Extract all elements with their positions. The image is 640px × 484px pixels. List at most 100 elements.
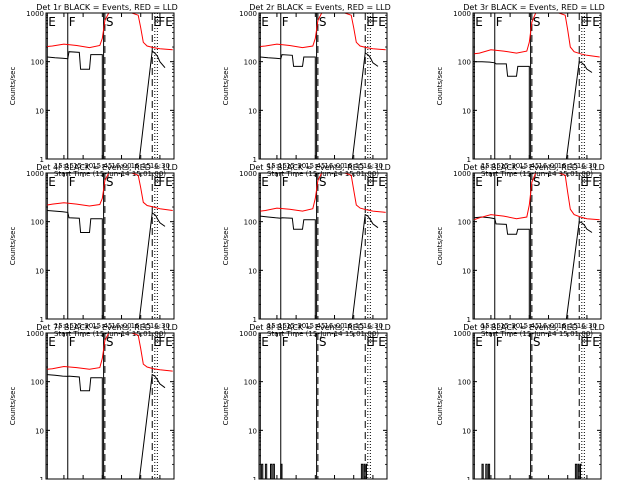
x-axis-label: Start Time (15-Jun-14 15:01:00) (54, 330, 166, 338)
y-tick-label: 100 (458, 59, 471, 67)
region-label: FE (158, 15, 172, 29)
x-tick-label: 15:15 (54, 162, 74, 170)
events-series-line (474, 463, 582, 479)
lld-series-line (47, 333, 173, 372)
x-tick-label: 15:45 (92, 322, 112, 330)
y-tick-label: 100 (244, 379, 257, 387)
region-label: F (282, 335, 289, 349)
region-label: FE (371, 175, 385, 189)
x-tick-label: 16:30 (363, 162, 383, 170)
region-label: S (533, 175, 541, 189)
y-tick-label: 1 (253, 156, 257, 164)
y-tick-label: 1000 (26, 10, 44, 18)
x-tick-label: 15:30 (500, 162, 520, 170)
y-tick-label: 100 (244, 59, 257, 67)
y-tick-label: 1 (253, 316, 257, 324)
x-tick-label: 16:00 (538, 322, 558, 330)
detector-panel: Det 7r BLACK = Events, RED = LLD11010010… (9, 323, 178, 484)
plot-frame (45, 332, 175, 480)
y-tick-label: 100 (31, 379, 44, 387)
region-label: S (106, 175, 114, 189)
x-tick-label: 15:45 (305, 322, 325, 330)
region-label: S (533, 15, 541, 29)
lld-series-line (260, 173, 386, 213)
region-label: E (261, 15, 269, 29)
events-series-line (260, 52, 379, 159)
y-tick-label: 1000 (239, 10, 257, 18)
x-tick-label: 16:15 (131, 162, 151, 170)
region-label: F (282, 15, 289, 29)
panel-title: Det 1r BLACK = Events, RED = LLD (36, 3, 178, 12)
events-series-line (260, 463, 368, 479)
events-series-line (47, 50, 166, 159)
region-label: S (319, 335, 327, 349)
y-tick-label: 1000 (26, 330, 44, 338)
region-label: F (496, 335, 503, 349)
x-axis-label: Start Time (15-Jun-14 15:01:00) (481, 330, 593, 338)
detector-panel: Det 6r BLACK = Events, RED = LLD11010010… (436, 163, 605, 338)
x-tick-label: 15:45 (519, 162, 539, 170)
plot-frame (45, 12, 175, 160)
panel-title: Det 2r BLACK = Events, RED = LLD (249, 3, 391, 12)
plot-frame (472, 332, 602, 480)
region-label: E (475, 335, 483, 349)
x-tick-label: 16:00 (111, 162, 131, 170)
panel-title: Det 4r BLACK = Events, RED = LLD (36, 163, 178, 172)
x-tick-label: 15:30 (286, 322, 306, 330)
region-label: FE (158, 175, 172, 189)
y-tick-label: 100 (31, 219, 44, 227)
x-tick-label: 16:30 (150, 162, 170, 170)
x-tick-label: 16:30 (577, 322, 597, 330)
y-tick-label: 10 (248, 267, 257, 275)
y-tick-label: 1 (467, 316, 471, 324)
region-label: E (48, 15, 56, 29)
panel-title: Det 3r BLACK = Events, RED = LLD (463, 3, 605, 12)
panel-title: Det 5r BLACK = Events, RED = LLD (249, 163, 391, 172)
y-tick-label: 1 (467, 476, 471, 480)
region-label: E (475, 175, 483, 189)
x-tick-label: 15:30 (73, 322, 93, 330)
y-tick-label: 100 (244, 219, 257, 227)
plot-frame (258, 172, 388, 320)
y-tick-label: 1000 (26, 170, 44, 178)
y-axis-label: Counts/sec (436, 67, 444, 106)
region-label: E (48, 335, 56, 349)
y-tick-label: 10 (462, 267, 471, 275)
x-tick-label: 15:15 (481, 162, 501, 170)
region-label: S (533, 335, 541, 349)
region-label: FE (585, 15, 599, 29)
detector-panel: Det 1r BLACK = Events, RED = LLD11010010… (9, 3, 178, 178)
region-label: E (475, 15, 483, 29)
region-label: S (319, 175, 327, 189)
y-tick-label: 1000 (453, 10, 471, 18)
x-axis-label: Start Time (15-Jun-14 15:01:00) (267, 170, 379, 178)
x-tick-label: 16:15 (344, 162, 364, 170)
y-axis-label: Counts/sec (9, 387, 17, 426)
x-tick-label: 16:00 (324, 322, 344, 330)
detector-panel: Det 8r BLACK = Events, RED = LLD11010010… (222, 323, 391, 484)
x-tick-label: 16:30 (363, 322, 383, 330)
lld-series-line (47, 173, 173, 211)
x-axis-label: Start Time (15-Jun-14 15:01:00) (481, 170, 593, 178)
y-axis-label: Counts/sec (436, 387, 444, 426)
lld-series-line (474, 13, 600, 58)
x-tick-label: 16:00 (111, 322, 131, 330)
y-tick-label: 100 (458, 219, 471, 227)
x-tick-label: 16:30 (150, 322, 170, 330)
y-axis-label: Counts/sec (222, 67, 230, 106)
plot-frame (258, 12, 388, 160)
y-tick-label: 1 (253, 476, 257, 480)
y-axis-label: Counts/sec (9, 67, 17, 106)
y-axis-label: Counts/sec (222, 227, 230, 266)
detector-panel: Det 9r BLACK = Events, RED = LLD11010010… (436, 323, 605, 484)
x-tick-label: 16:15 (558, 162, 578, 170)
x-tick-label: 15:30 (73, 162, 93, 170)
x-tick-label: 16:15 (131, 322, 151, 330)
detector-panel: Det 5r BLACK = Events, RED = LLD11010010… (222, 163, 391, 338)
plot-frame (45, 172, 175, 320)
x-tick-label: 15:45 (519, 322, 539, 330)
region-label: E (261, 335, 269, 349)
detector-panel: Det 2r BLACK = Events, RED = LLD11010010… (222, 3, 391, 178)
y-axis-label: Counts/sec (9, 227, 17, 266)
lld-series-line (474, 173, 600, 221)
